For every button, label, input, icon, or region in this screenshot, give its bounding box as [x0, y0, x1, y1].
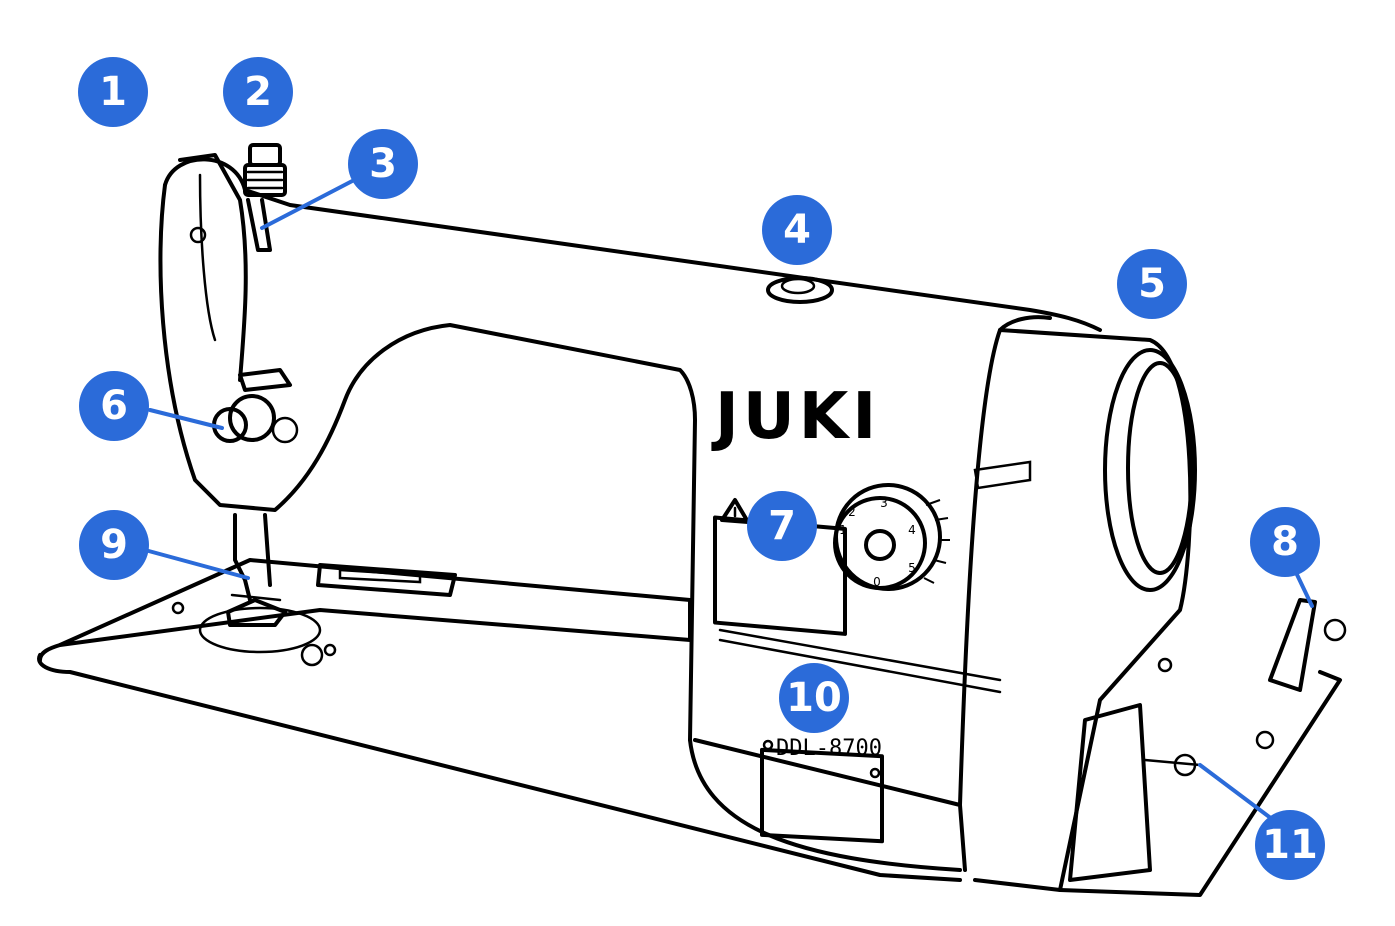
callout-8-label: 8 [1271, 519, 1299, 565]
stitch-length-dial: 0 1 2 3 4 5 [833, 483, 950, 591]
model-plate-text: DDL-8700 [776, 736, 882, 761]
dial-number-0: 0 [873, 575, 881, 589]
callout-4-label: 4 [783, 207, 811, 253]
dial-number-3: 3 [880, 496, 888, 510]
leader-line-11 [1198, 763, 1282, 827]
callout-9: 9 [79, 510, 149, 580]
oil-window [766, 276, 834, 304]
machine-body [158, 153, 1347, 897]
dial-number-2: 2 [848, 505, 856, 519]
callout-5-label: 5 [1138, 261, 1166, 307]
callout-1-label: 1 [99, 69, 127, 115]
callout-5: 5 [1117, 249, 1187, 319]
dial-number-4: 4 [908, 523, 916, 537]
callout-7: 7 [747, 491, 817, 561]
callout-2-label: 2 [244, 69, 272, 115]
callout-6: 6 [79, 371, 149, 441]
model-plate: DDL-8700 [760, 736, 884, 844]
dial-number-1: 1 [839, 523, 847, 537]
callout-11: 11 [1255, 810, 1325, 880]
callout-9-label: 9 [100, 522, 128, 568]
callout-11-label: 11 [1262, 822, 1318, 868]
callout-3-label: 3 [369, 141, 397, 187]
callout-4: 4 [762, 195, 832, 265]
callout-8: 8 [1250, 507, 1320, 577]
callout-6-label: 6 [100, 383, 128, 429]
brand-label: JUKI [711, 380, 880, 454]
callout-10-label: 10 [786, 675, 842, 721]
callout-7-label: 7 [768, 503, 796, 549]
leader-line-3 [260, 176, 360, 230]
dial-number-5: 5 [908, 561, 916, 575]
leader-line-6 [148, 408, 224, 430]
leader-line-9 [143, 548, 250, 580]
head-mechanism [189, 143, 299, 627]
callout-1: 1 [78, 57, 148, 127]
callout-10: 10 [779, 663, 849, 733]
callout-2: 2 [223, 57, 293, 127]
callout-3: 3 [348, 129, 418, 199]
